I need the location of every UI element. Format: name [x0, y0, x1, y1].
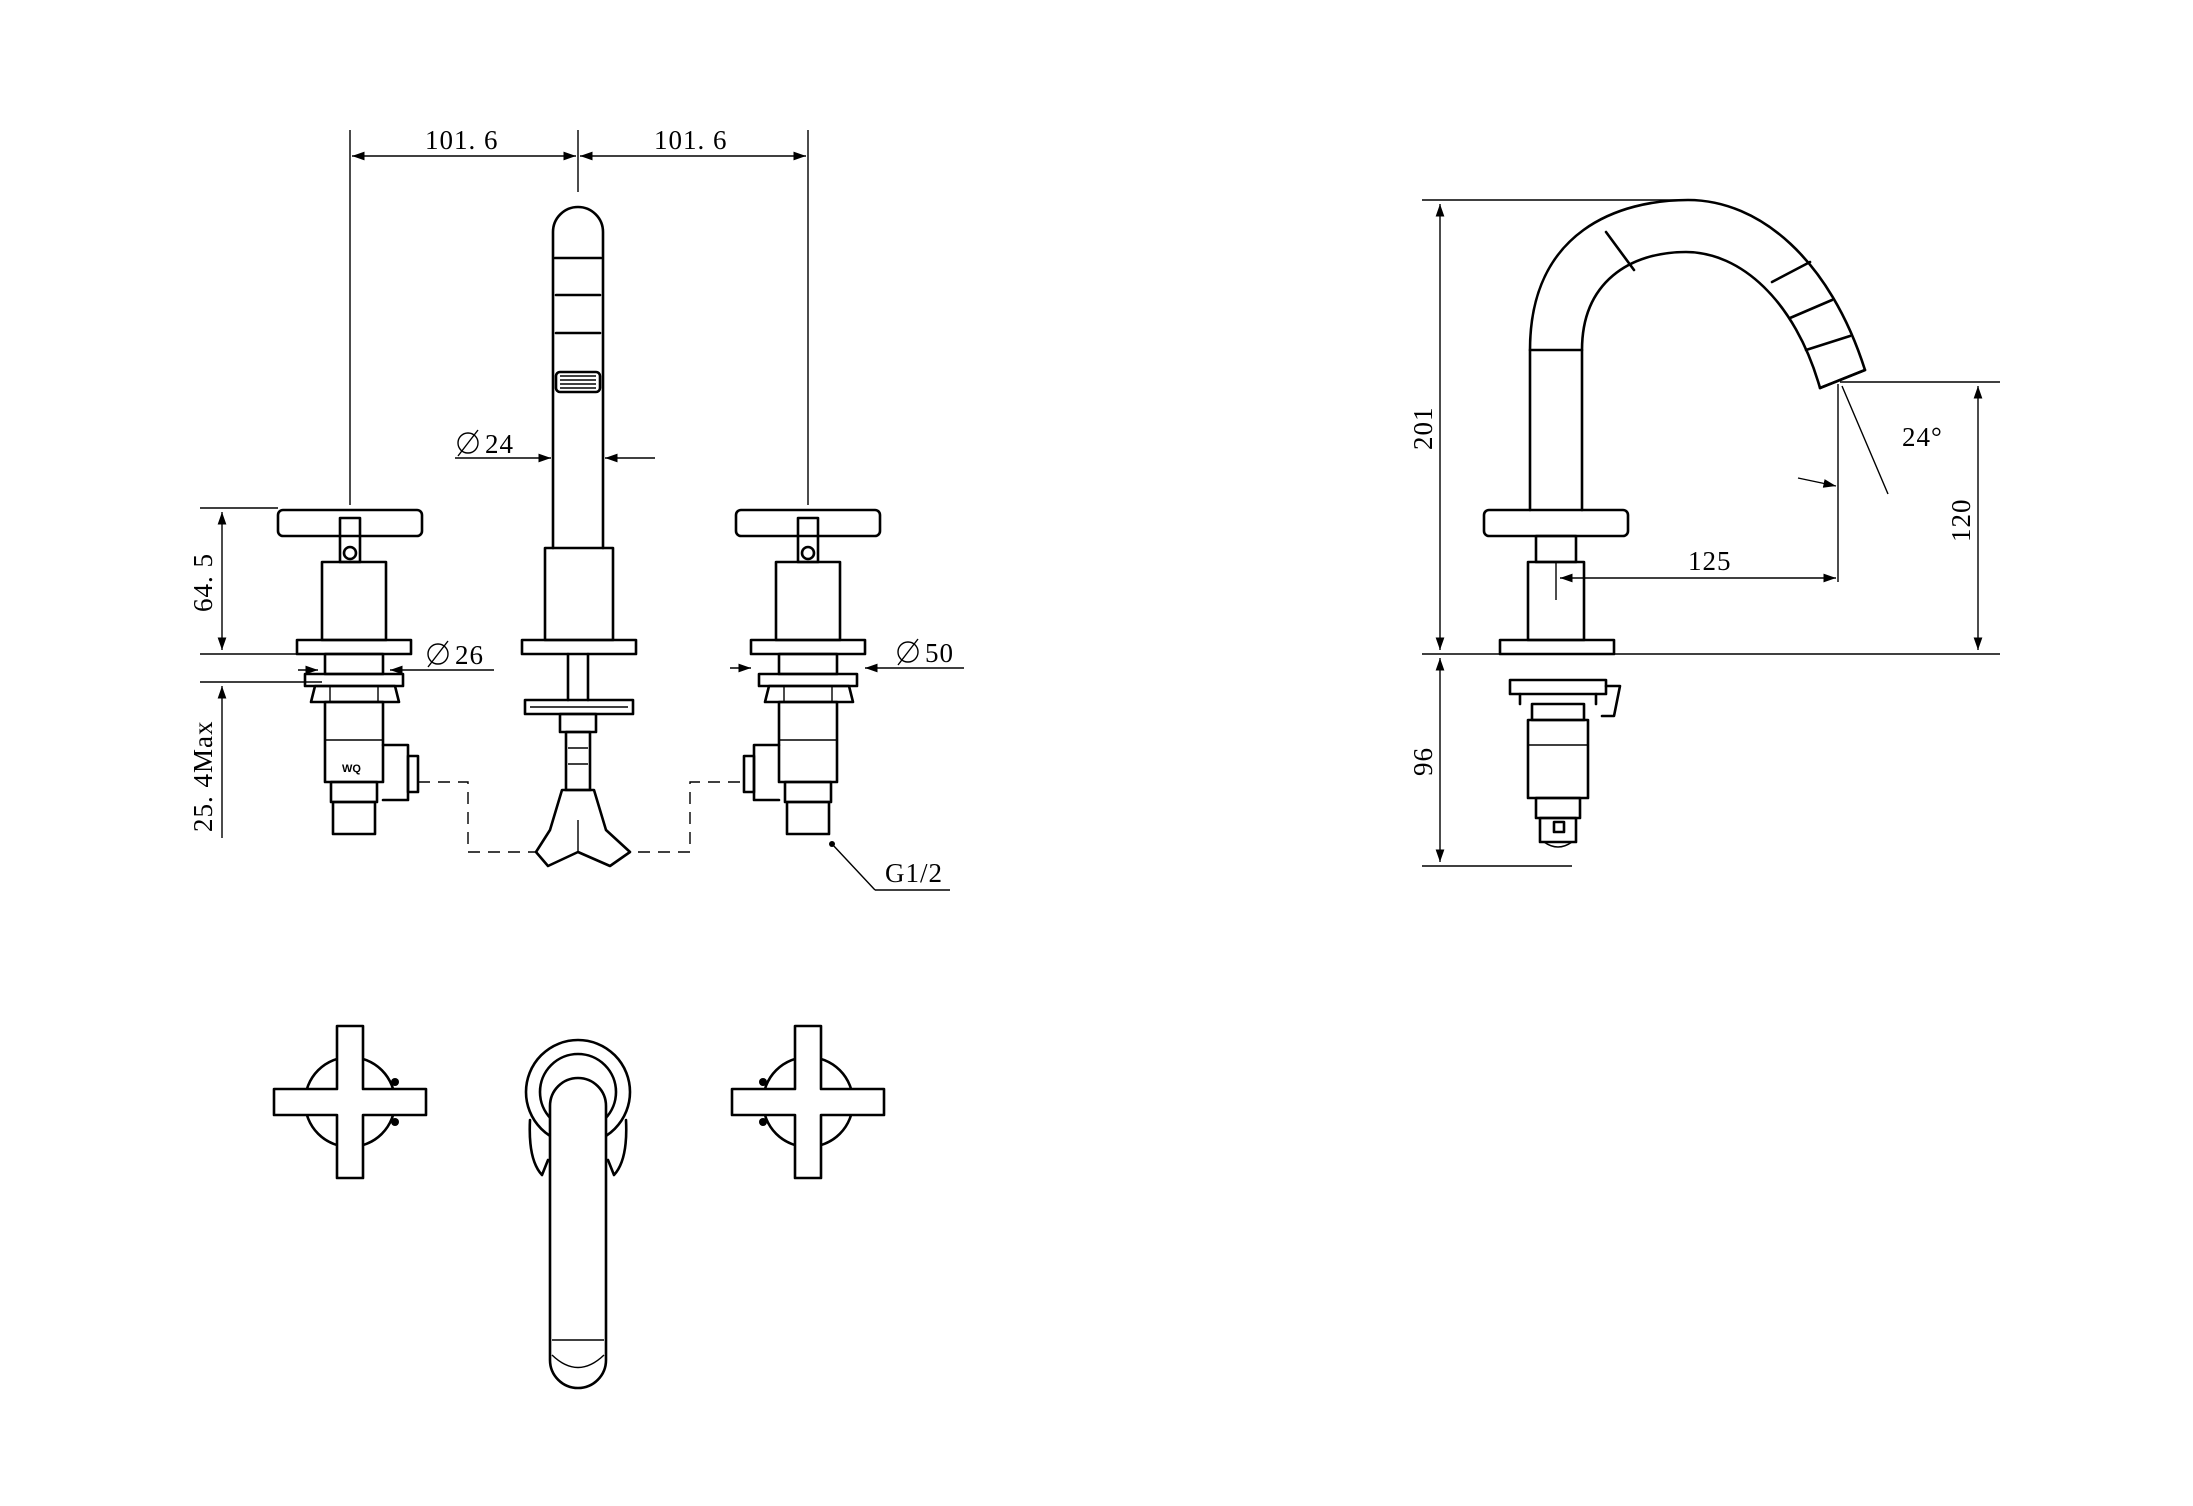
- angle-dimension: 24°: [1797, 385, 1943, 495]
- cross-handle-top-right: [730, 1024, 886, 1180]
- front-view: 101. 6 101. 6: [188, 125, 964, 891]
- handle-height-dimension: 64. 5: [188, 507, 297, 655]
- cross-handle-top-left: [272, 1024, 428, 1180]
- reach-dimension: 125: [1560, 384, 1839, 583]
- manufacturer-stamp: WQ: [342, 763, 361, 775]
- below-deck-dimension: 96: [1408, 658, 1572, 867]
- base-diameter-small-label: 26: [455, 640, 484, 670]
- total-height-label: 201: [1408, 407, 1438, 451]
- handle-valve-right: [734, 508, 882, 847]
- base-diameter-large-label: 50: [925, 638, 954, 668]
- hose-lines: [418, 781, 740, 853]
- thread-size-label: G1/2: [885, 858, 943, 888]
- spout-height-dimension: 120: [1840, 381, 2000, 650]
- angle-label: 24°: [1902, 422, 1943, 452]
- spout-diameter-dimension: 24: [455, 429, 655, 463]
- spout-side: [1528, 198, 1867, 512]
- below-deck-label: 96: [1408, 747, 1438, 776]
- reach-label: 125: [1688, 546, 1732, 576]
- handle-height-label: 64. 5: [188, 553, 218, 612]
- handle-valve-left: WQ: [276, 508, 424, 836]
- top-view: [272, 1024, 886, 1390]
- spacing-left-label: 101. 6: [425, 125, 499, 155]
- handle-valve-side: [1482, 508, 1630, 848]
- total-height-dimension: 201: [1408, 199, 2000, 655]
- base-diameter-large-dimension: 50: [730, 638, 964, 673]
- spacing-dimension-right: 101. 6: [580, 125, 806, 161]
- side-view: 201 96 120 125 24°: [1408, 198, 2000, 867]
- spout-front: [520, 205, 638, 868]
- thread-label-leader: G1/2: [831, 843, 950, 891]
- max-deck-label: 25. 4Max: [188, 721, 218, 833]
- aerator-mesh: [560, 375, 596, 389]
- spout-top: [524, 1038, 632, 1390]
- base-diameter-small-dimension: 26: [298, 640, 494, 675]
- spout-diameter-label: 24: [485, 429, 514, 459]
- spout-height-label: 120: [1946, 499, 1976, 543]
- spacing-right-label: 101. 6: [654, 125, 728, 155]
- spacing-dimension-left: 101. 6: [352, 125, 576, 161]
- max-deck-dimension: 25. 4Max: [188, 681, 322, 838]
